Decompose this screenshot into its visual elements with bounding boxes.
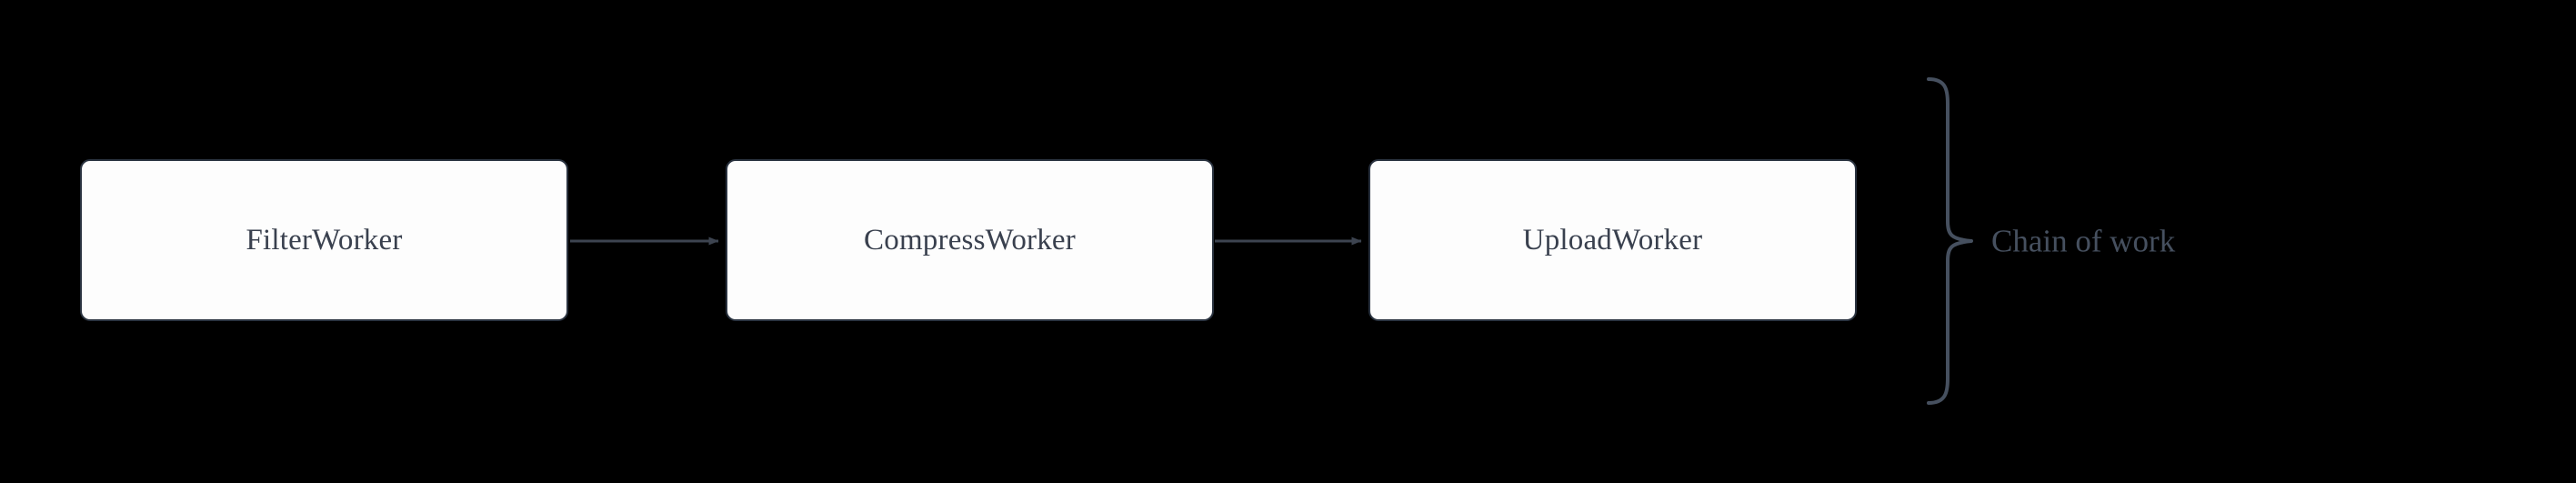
node-compress-worker[interactable]: CompressWorker bbox=[726, 159, 1214, 321]
group-brace-icon bbox=[1927, 77, 1973, 405]
group-annotation-label: Chain of work bbox=[1991, 223, 2176, 259]
node-upload-worker[interactable]: UploadWorker bbox=[1368, 159, 1857, 321]
node-label-filter-worker: FilterWorker bbox=[246, 223, 403, 257]
node-label-upload-worker: UploadWorker bbox=[1522, 223, 1703, 257]
node-filter-worker[interactable]: FilterWorker bbox=[80, 159, 568, 321]
node-label-compress-worker: CompressWorker bbox=[864, 223, 1076, 257]
